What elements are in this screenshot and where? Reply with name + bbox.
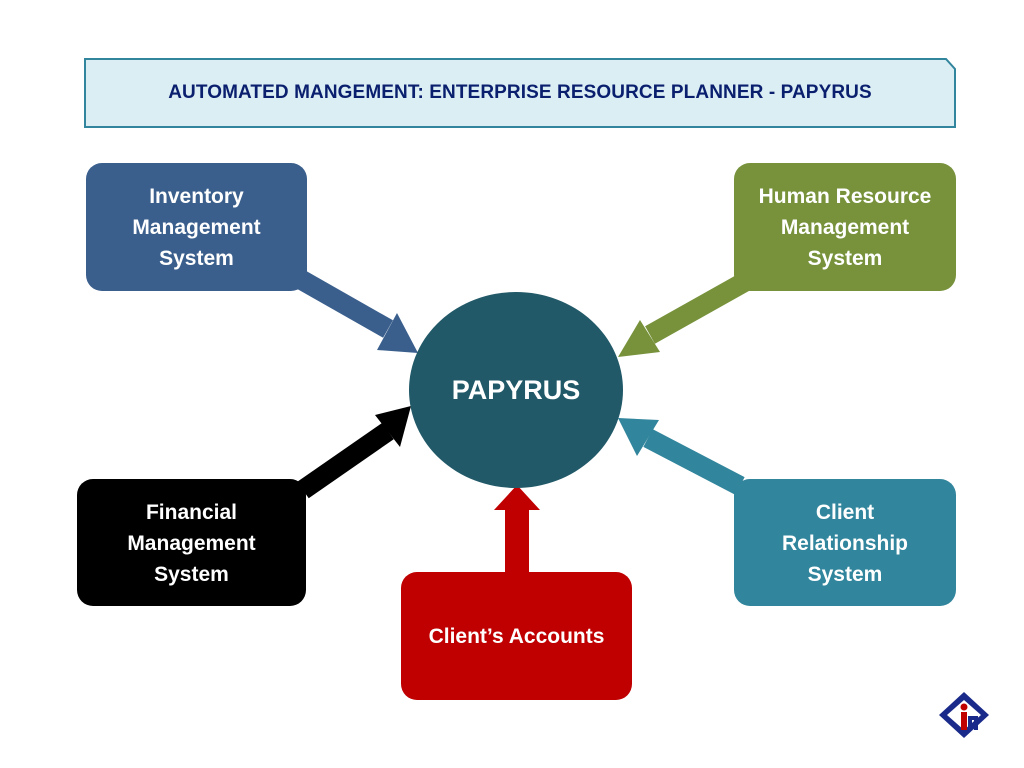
node-label-line: Management (132, 216, 261, 239)
arrow-hr-to-hub (618, 271, 753, 357)
arrow-financial-to-hub (297, 406, 411, 499)
arrow-inventory-to-hub (295, 270, 418, 353)
node-human-resource-management-system: Human Resource Management System (734, 163, 956, 291)
title-banner: AUTOMATED MANGEMENT: ENTERPRISE RESOURCE… (84, 58, 956, 128)
hub-label: PAPYRUS (451, 374, 581, 405)
node-label-line: System (159, 247, 234, 270)
node-label-line: Client (815, 501, 875, 524)
arrow-crm-to-hub (618, 418, 745, 495)
node-client-accounts: Client’s Accounts (401, 572, 632, 700)
node-label-line: System (154, 563, 229, 586)
node-label-line: Management (780, 216, 910, 239)
node-label-line: Client’s Accounts (428, 624, 605, 648)
node-client-relationship-system: Client Relationship System (734, 479, 956, 606)
node-label-line: Human Resource (758, 185, 932, 208)
node-label-line: System (807, 247, 883, 270)
page-title: AUTOMATED MANGEMENT: ENTERPRISE RESOURCE… (168, 82, 872, 103)
node-inventory-management-system: Inventory Management System (86, 163, 307, 291)
node-label-line: Inventory (149, 185, 244, 208)
node-label-line: Relationship (781, 532, 908, 555)
im-logo-icon (939, 692, 989, 738)
node-label-line: System (807, 563, 883, 586)
node-label-line: Management (127, 532, 256, 555)
hub-papyrus: PAPYRUS (409, 292, 623, 488)
arrow-accounts-to-hub (494, 485, 540, 576)
node-financial-management-system: Financial Management System (77, 479, 306, 606)
node-label-line: Financial (145, 501, 237, 524)
